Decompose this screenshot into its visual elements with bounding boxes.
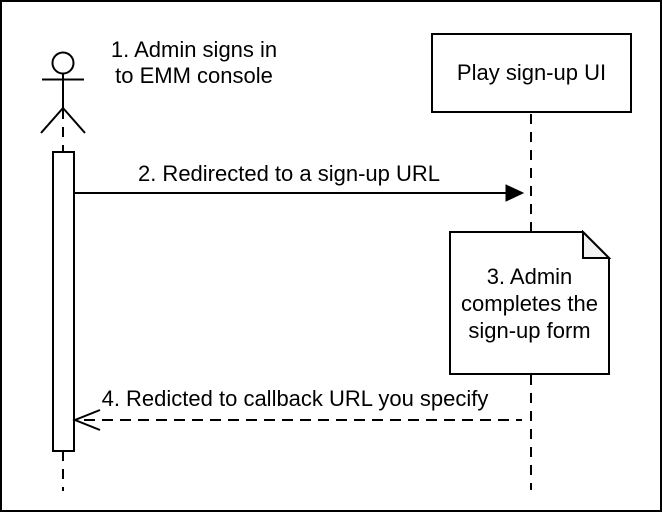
- actor-icon: [40, 51, 86, 134]
- message-4-label: 4. Redicted to callback URL you specify: [101, 386, 489, 411]
- participant-play-signup-ui: Play sign-up UI: [431, 33, 632, 113]
- message-4-arrow: [72, 409, 522, 431]
- open-arrowhead-icon: [72, 409, 101, 431]
- activation-bar: [52, 151, 75, 452]
- note-label: 3. Admin completes the sign-up form: [461, 263, 598, 343]
- participant-label: Play sign-up UI: [456, 60, 607, 85]
- note-shape: [449, 229, 612, 375]
- message-2-arrow: [74, 184, 525, 202]
- message-2-label: 2. Redirected to a sign-up URL: [137, 161, 441, 186]
- actor-label: 1. Admin signs in to EMM console: [110, 37, 278, 88]
- note-fold-icon: [582, 229, 612, 259]
- filled-arrowhead-icon: [505, 184, 525, 202]
